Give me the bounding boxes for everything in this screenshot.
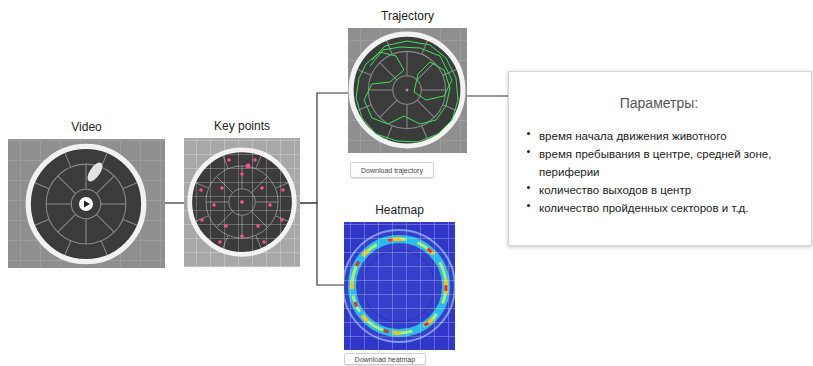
bullet-row: время начала движения животного: [521, 126, 797, 144]
connector-line: [467, 95, 508, 96]
connector-line: [300, 93, 348, 203]
bullet-row: количество пройденных секторов и т.д.: [521, 198, 797, 216]
figure-panel: Video: [8, 119, 165, 268]
bullet-row: время пребывания в центре, средней зоне,…: [521, 144, 797, 180]
panel-title: Параметры:: [521, 94, 797, 112]
bullet-item: время пребывания в центре, средней зоне,…: [539, 148, 771, 178]
connector-line: [300, 203, 344, 285]
figure-panel: Key points: [184, 118, 300, 267]
download-button: Download heatmap: [344, 353, 426, 365]
figure-panel: Heatmap: [344, 202, 455, 350]
bullet-dot: [527, 186, 530, 189]
heatmap-frame: [344, 222, 455, 350]
download-button: Download trajectory: [350, 162, 434, 178]
trajectory-frame: [348, 28, 467, 153]
connector-line: [165, 202, 184, 203]
button-label: Download trajectory: [361, 166, 423, 175]
button-label: Download heatmap: [355, 355, 415, 364]
figure-title: Trajectory: [348, 8, 467, 24]
bullet-item: количество пройденных секторов и т.д.: [539, 202, 749, 214]
bullet-dot: [527, 150, 530, 153]
figure-title: Video: [8, 119, 165, 135]
bullet-dot: [527, 204, 530, 207]
video-frame: [8, 139, 165, 268]
figure-title: Heatmap: [344, 202, 455, 218]
bullet-row: количество выходов в центр: [521, 180, 797, 198]
bullet-item: время начала движения животного: [539, 130, 727, 142]
figure-panel: Trajectory: [348, 8, 467, 153]
figure-title: Key points: [184, 118, 300, 134]
keypoints-frame: [184, 138, 300, 267]
bullet-item: количество выходов в центр: [539, 184, 691, 196]
parameters-panel: Параметры: время начала движения животног…: [508, 71, 812, 246]
bullet-dot: [527, 132, 530, 135]
